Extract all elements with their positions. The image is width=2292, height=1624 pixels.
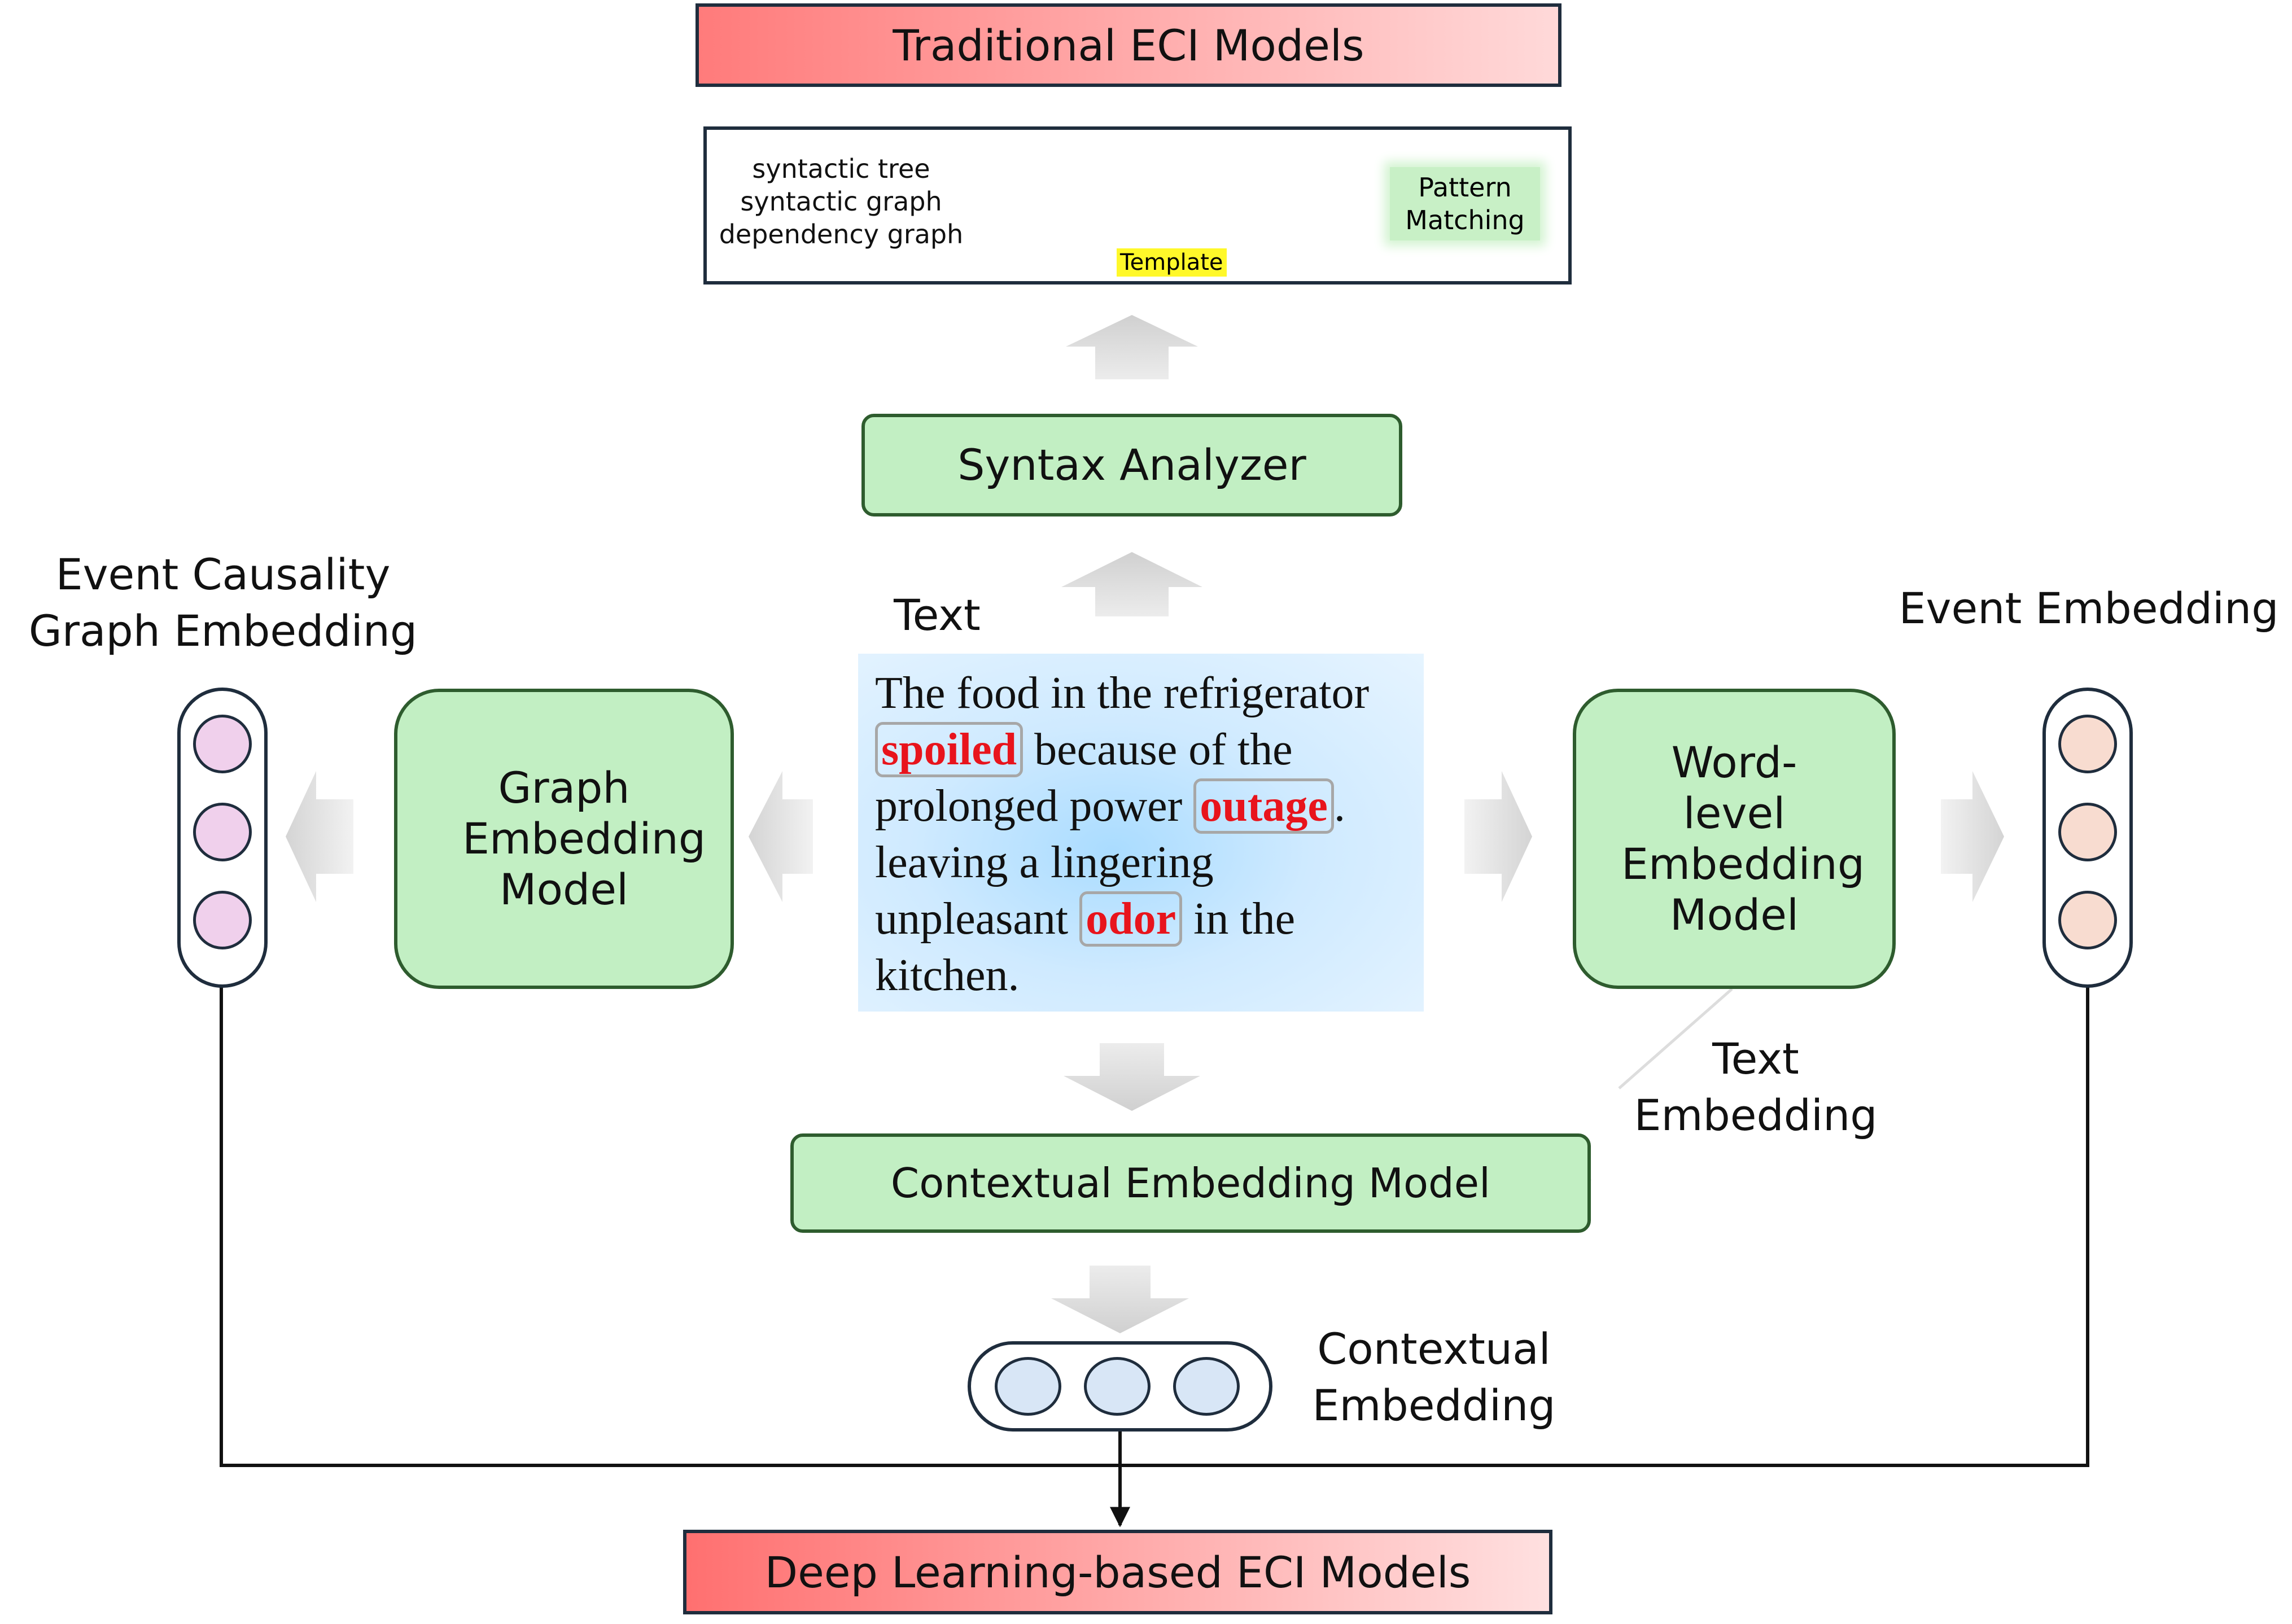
text-label: Text — [894, 590, 981, 640]
event-keyword-outage: outage — [1193, 778, 1334, 834]
arrow-graph-model-to-vector — [286, 771, 353, 902]
connector-graph-vector-to-bottom — [220, 987, 2089, 1467]
traditional-eci-title: Traditional ECI Models — [696, 3, 1561, 87]
template-label: Template — [1117, 248, 1227, 277]
text-segment: because of the prolonged power — [875, 725, 1293, 831]
event-embedding-cell — [2058, 803, 2117, 861]
syntactic-structures-list: syntactic tree syntactic graph dependenc… — [717, 152, 965, 251]
arrow-text-to-word-model — [1464, 771, 1532, 902]
arrow-text-to-syntax — [1061, 552, 1202, 616]
graph-embedding-cell — [193, 715, 252, 773]
event-embedding-label: Event Embedding — [1899, 583, 2279, 633]
graph-embedding-cell — [193, 891, 252, 949]
text-embedding-label: Text Embedding — [1634, 1034, 1878, 1140]
event-embedding-cell — [2058, 891, 2117, 949]
arrow-word-model-to-vector — [1941, 771, 2004, 902]
text-segment: The food in the refrigerator — [875, 668, 1370, 718]
arrow-syntax-to-traditional — [1066, 315, 1198, 379]
event-embedding-vector — [2042, 688, 2133, 988]
syntax-analyzer-label: Syntax Analyzer — [957, 440, 1306, 490]
graph-embedding-model-box: Graph Embedding Model — [394, 689, 734, 989]
graph-embedding-cell — [193, 803, 252, 861]
pattern-matching-text: Pattern Matching — [1405, 172, 1525, 235]
arrow-text-to-contextual — [1064, 1043, 1200, 1111]
word-level-embedding-model-box: Word-level Embedding Model — [1573, 689, 1896, 989]
structure-item: dependency graph — [719, 219, 964, 249]
graph-embedding-model-label: Graph Embedding Model — [462, 763, 706, 914]
traditional-eci-title-text: Traditional ECI Models — [893, 20, 1364, 71]
event-embedding-cell — [2058, 715, 2117, 773]
contextual-embedding-label: Contextual Embedding — [1312, 1324, 1556, 1430]
text-embedding-pointer — [1618, 988, 1733, 1089]
event-keyword-odor: odor — [1079, 891, 1183, 947]
text-segment: . leaving a lingering unpleasant — [875, 781, 1345, 944]
deep-learning-eci-title: Deep Learning-based ECI Models — [683, 1530, 1552, 1614]
contextual-embedding-cell — [1084, 1357, 1151, 1416]
deep-learning-eci-title-text: Deep Learning-based ECI Models — [764, 1547, 1471, 1597]
contextual-embedding-vector — [968, 1341, 1272, 1432]
syntax-analyzer-box: Syntax Analyzer — [861, 414, 1402, 516]
pattern-matching-box: Pattern Matching — [1390, 167, 1540, 240]
contextual-embedding-model-box: Contextual Embedding Model — [790, 1133, 1591, 1233]
graph-embedding-vector — [177, 688, 268, 988]
structure-item: syntactic tree — [752, 154, 930, 184]
arrow-contextual-to-vector — [1051, 1266, 1189, 1333]
event-causality-graph-embedding-label: Event Causality Graph Embedding — [28, 549, 418, 656]
event-keyword-spoiled: spoiled — [875, 722, 1023, 777]
contextual-embedding-model-label: Contextual Embedding Model — [890, 1159, 1491, 1207]
arrow-text-to-graph-model — [749, 771, 813, 902]
contextual-embedding-cell — [995, 1357, 1061, 1416]
structure-item: syntactic graph — [740, 186, 942, 217]
word-level-embedding-model-label: Word-level Embedding Model — [1621, 737, 1865, 940]
contextual-embedding-cell — [1173, 1357, 1240, 1416]
text-segment: in the kitchen. — [875, 894, 1296, 1000]
example-text-panel: The food in the refrigerator spoiled bec… — [858, 654, 1424, 1012]
